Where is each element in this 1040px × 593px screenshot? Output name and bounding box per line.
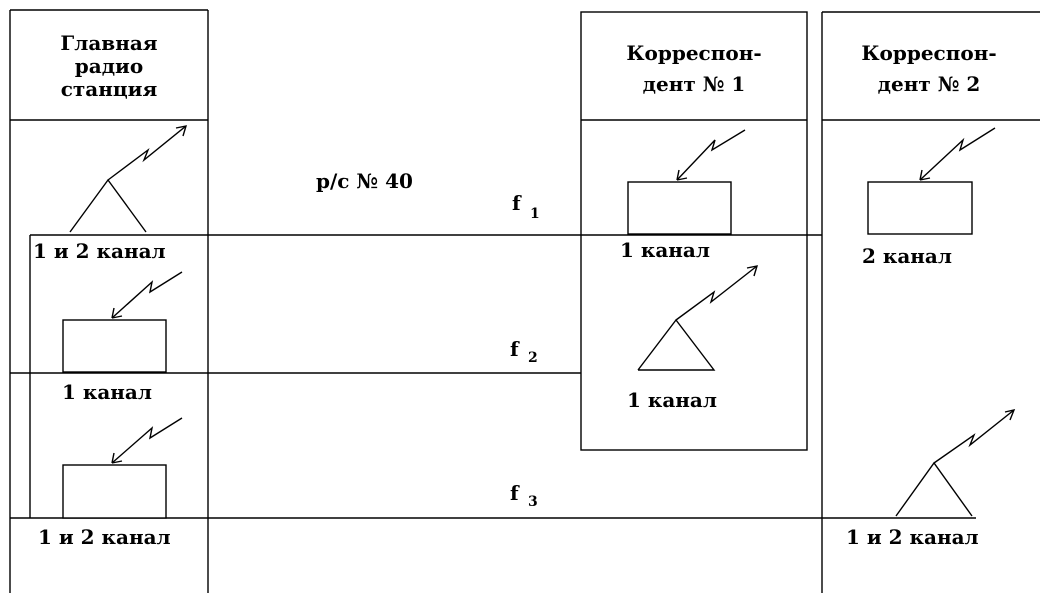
corr1-title-line-2: дент № 1 xyxy=(643,72,746,96)
main-station-column xyxy=(9,9,209,593)
corr1-channel-label-row1: 1 канал xyxy=(620,238,710,262)
main-title-line-3: станция xyxy=(61,77,158,101)
svg-text:f: f xyxy=(510,337,520,361)
corr2-title-line-2: дент № 2 xyxy=(878,72,981,96)
frequency-label-f1: f 1 xyxy=(512,191,540,222)
corr2-channel-label-row1: 2 канал xyxy=(862,244,952,268)
corr1-receiver-icon xyxy=(627,129,746,235)
svg-text:f: f xyxy=(512,191,522,215)
corr1-frame xyxy=(580,11,808,451)
corr1-station-column xyxy=(580,11,808,451)
corr2-channel-label-row3: 1 и 2 канал xyxy=(846,525,979,549)
main-transmit-antenna-icon xyxy=(69,125,188,233)
main-channel-label-row3: 1 и 2 канал xyxy=(38,525,171,549)
svg-text:2: 2 xyxy=(528,350,538,366)
main-receiver-2-icon xyxy=(62,417,183,519)
corr1-title-line-1: Корреспон- xyxy=(626,41,761,65)
svg-text:1: 1 xyxy=(530,206,540,222)
main-channel-label-row2: 1 канал xyxy=(62,380,152,404)
main-receiver-1-icon xyxy=(62,271,183,373)
corr2-station-column xyxy=(821,11,1040,593)
corr1-transmit-antenna-icon xyxy=(637,265,759,371)
corr2-transmit-antenna-icon xyxy=(895,409,1016,517)
main-title-line-2: радио xyxy=(75,54,143,78)
frequency-label-f2: f 2 xyxy=(510,337,538,366)
corr2-receiver-icon xyxy=(867,127,996,235)
frequency-label-f3: f 3 xyxy=(510,481,538,510)
svg-text:3: 3 xyxy=(528,494,538,510)
svg-text:f: f xyxy=(510,481,520,505)
radio-station-label: р/с № 40 xyxy=(316,169,413,193)
main-channel-label-row1: 1 и 2 канал xyxy=(33,239,166,263)
corr2-title-line-1: Корреспон- xyxy=(861,41,996,65)
corr1-channel-label-row2: 1 канал xyxy=(627,388,717,412)
main-title-line-1: Главная xyxy=(60,31,157,55)
